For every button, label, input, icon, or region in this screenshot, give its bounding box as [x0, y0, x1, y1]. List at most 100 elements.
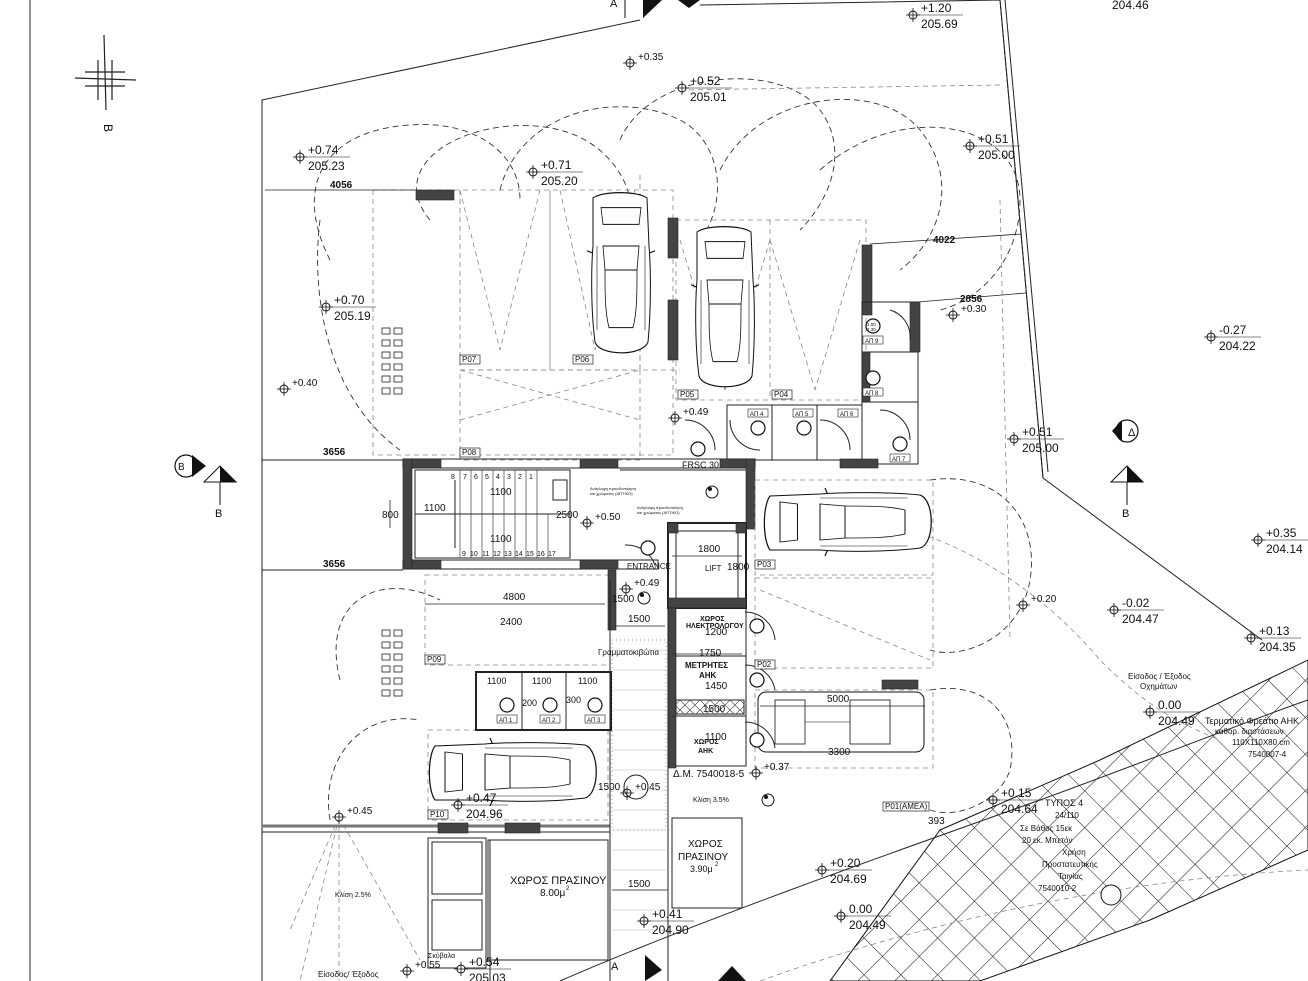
- ahk-ref: Δ.Μ. 7540018-5: [673, 769, 745, 780]
- level-marker-cross: [963, 139, 977, 153]
- electrician-label-2: ΗΛΕΚΤΡΟΛΟΓΟΥ: [686, 623, 744, 630]
- storage-ap1: ΑΠ 1: [499, 718, 513, 724]
- chamber-3: 110X110X80 cm: [1232, 738, 1290, 747]
- level-marker: +0.45: [620, 782, 661, 800]
- level-marker-cross: [451, 798, 465, 812]
- level-value-relative: +0.74: [308, 143, 339, 157]
- storage-ap9: ΑΠ 9: [865, 339, 879, 345]
- storage-ap5: ΑΠ 5: [795, 412, 809, 418]
- dim-1500-a: 1500: [612, 594, 635, 605]
- stair-num: 15: [526, 551, 534, 558]
- car-p03: [763, 487, 932, 557]
- north-label: B: [101, 124, 115, 132]
- slope-left: Κλίση 2.5%: [335, 891, 371, 899]
- level-value-relative: +0.49: [634, 578, 660, 589]
- type-3: Σε Βάθος 15εκ: [1020, 824, 1073, 833]
- level-marker-cross: [620, 786, 634, 800]
- note-b-2: και χρώματος (ΑΠΤΙΚΟ): [637, 510, 680, 515]
- level-value-relative: +0.54: [469, 955, 500, 969]
- parking-p01: P01(AMEA): [885, 802, 928, 811]
- stair-num: 12: [493, 551, 501, 558]
- level-marker-cross: [619, 582, 633, 596]
- dim-1500-d: 1500: [598, 782, 621, 793]
- green-mid-label-2: ΠΡΑΣΙΝΟΥ: [678, 852, 728, 863]
- bike-racks: [381, 327, 403, 697]
- type-6: Προστατευτικής: [1042, 860, 1098, 869]
- car-p05: [690, 226, 760, 388]
- central-walls: [262, 458, 879, 571]
- storage-ap7: ΑΠ 7: [892, 457, 906, 463]
- dim-1750: 1750: [699, 648, 722, 659]
- dim-300: 300: [566, 695, 581, 705]
- dimension-lines: [265, 189, 1027, 891]
- entry-left-label: Είσοδος/ Έξοδος: [318, 970, 379, 979]
- storage-ap8: ΑΠ 8: [865, 391, 879, 397]
- level-value-relative: +0.70: [334, 293, 365, 307]
- parking-code-boxes: [424, 354, 930, 820]
- dim-1800-a: 1800: [698, 544, 721, 555]
- level-marker-cross: [454, 962, 468, 976]
- chamber-1: Τερματικό Φρεάτιο ΑΗΚ: [1205, 716, 1299, 726]
- meters-label-2: ΑΗΚ: [699, 671, 717, 680]
- level-marker-cross: [1204, 330, 1218, 344]
- section-a-top-label: A: [610, 0, 618, 10]
- level-marker-cross: [749, 766, 763, 780]
- frsc-label: FRSC 30: [682, 460, 719, 470]
- level-value-absolute: 204.49: [1158, 714, 1195, 728]
- level-marker: +0.74 205.23: [293, 143, 350, 173]
- dim-1100-d: 1100: [705, 732, 727, 743]
- stair-num: 1: [529, 474, 533, 481]
- electrician-label-1: ΧΩΡΟΣ: [700, 616, 725, 623]
- north-arrow: [74, 34, 137, 111]
- dim-1500-e: 1500: [628, 879, 651, 890]
- dim-800: 800: [382, 510, 399, 521]
- level-marker-cross: [986, 793, 1000, 807]
- level-marker-cross: [319, 300, 333, 314]
- stair-num: 14: [515, 551, 523, 558]
- level-value-absolute: 204.96: [466, 807, 503, 821]
- stair-num: 3: [507, 474, 511, 481]
- green-left-sup: 2: [566, 886, 570, 892]
- storage-tag-circles: [499, 318, 908, 748]
- level-value-relative: +0.37: [764, 762, 790, 773]
- level-marker: +0.50: [580, 512, 621, 530]
- level-value-absolute: 205.23: [308, 159, 345, 173]
- level-marker-cross: [637, 914, 651, 928]
- level-value-absolute: 204.90: [652, 923, 689, 937]
- wheelchair-icon: [623, 485, 775, 807]
- level-marker: +0.35: [623, 52, 664, 70]
- level-value-relative: +0.13: [1259, 624, 1290, 638]
- level-value-absolute: 205.20: [541, 174, 578, 188]
- chamber-4: 7540007-4: [1248, 750, 1287, 759]
- level-marker: +0.40: [277, 378, 318, 396]
- stair-num: 4: [496, 474, 500, 481]
- level-marker-cross: [1251, 533, 1265, 547]
- level-marker: +0.37: [749, 762, 790, 780]
- stair-num: 5: [485, 474, 489, 481]
- parking-p02: P02: [757, 660, 772, 669]
- type-1: ΤΥΠΟΣ 4: [1045, 798, 1083, 808]
- storage-ap2: ΑΠ 2: [542, 718, 556, 724]
- dim-3300: 3300: [828, 747, 851, 758]
- parking-p07: P07: [462, 355, 477, 364]
- level-value-absolute: 204.47: [1122, 612, 1159, 626]
- dim-1100-e: 1100: [487, 676, 506, 686]
- level-value-relative: +0.51: [1022, 425, 1053, 439]
- note-b-1: Ανάγλυφη προειδοποίηση: [637, 505, 683, 510]
- level-marker-cross: [906, 8, 920, 22]
- level-value-relative: +0.20: [1031, 594, 1057, 605]
- level-value-relative: 0.00: [1158, 698, 1182, 712]
- level-value-relative: +0.55: [415, 960, 441, 971]
- note-a-1: Ανάγλυφη προειδοποίηση: [590, 486, 636, 491]
- level-value-relative: -0.02: [1122, 596, 1150, 610]
- stair-num: 11: [482, 551, 489, 558]
- level-value-absolute: 205.69: [921, 17, 958, 31]
- green-left-label-1: ΧΩΡΟΣ ΠΡΑΣΙΝΟΥ: [510, 875, 607, 887]
- level-value-relative: +0.15: [1001, 786, 1032, 800]
- level-marker: +0.20: [1016, 594, 1057, 612]
- dim-1500-b: 1500: [628, 614, 651, 625]
- stair-num: 13: [504, 551, 512, 558]
